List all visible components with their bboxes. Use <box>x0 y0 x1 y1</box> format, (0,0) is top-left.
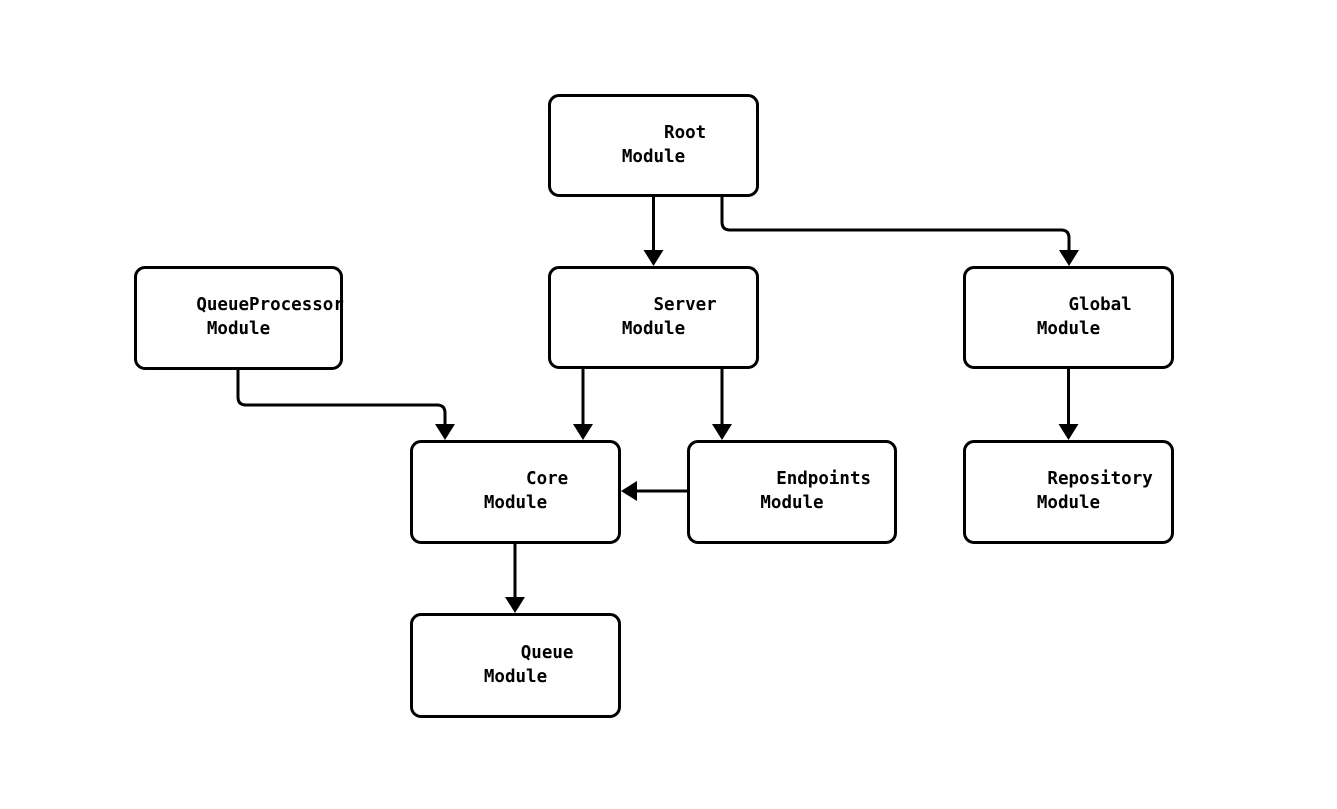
arrowhead-server-to-endpoints <box>712 424 732 440</box>
arrowhead-core-to-queue <box>505 597 525 613</box>
edge-root-to-global <box>720 197 1071 250</box>
arrowhead-endpoints-to-core <box>621 481 637 501</box>
arrowhead-queueprocessor-to-core <box>435 424 455 440</box>
arrowhead-root-to-global <box>1059 250 1079 266</box>
edge-queueprocessor-to-core <box>236 370 447 424</box>
arrowhead-root-to-server <box>643 250 664 266</box>
arrowhead-global-to-repository <box>1058 424 1079 440</box>
arrowhead-server-to-core <box>573 424 593 440</box>
